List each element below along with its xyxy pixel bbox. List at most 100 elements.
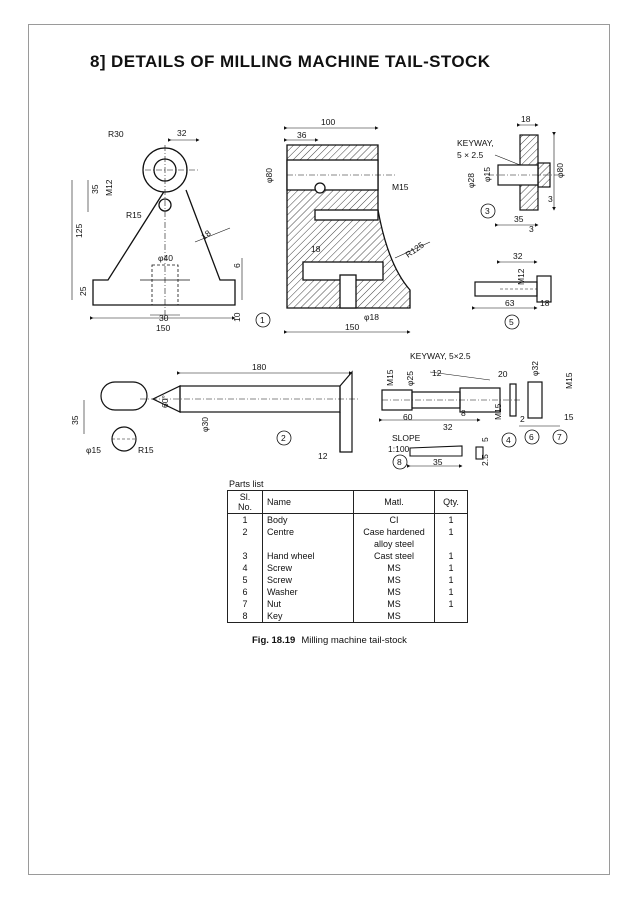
svg-text:1:100: 1:100 bbox=[388, 444, 410, 454]
svg-text:M15: M15 bbox=[493, 403, 503, 420]
cell-name: Screw bbox=[262, 562, 354, 574]
svg-text:M12: M12 bbox=[516, 268, 526, 285]
svg-text:180: 180 bbox=[252, 362, 266, 372]
caption-label: Fig. 18.19 bbox=[252, 635, 296, 646]
svg-text:KEYWAY,: KEYWAY, bbox=[457, 138, 494, 148]
svg-text:R15: R15 bbox=[126, 210, 142, 220]
centre-view bbox=[83, 370, 360, 453]
caption-text: Milling machine tail-stock bbox=[301, 635, 407, 646]
svg-text:35: 35 bbox=[90, 184, 100, 194]
svg-text:R15: R15 bbox=[138, 445, 154, 455]
cell-no: 5 bbox=[227, 574, 263, 586]
cell-name bbox=[262, 538, 354, 550]
screw-5-view bbox=[472, 260, 552, 310]
svg-text:15: 15 bbox=[564, 412, 574, 422]
cell-qty bbox=[434, 610, 468, 623]
svg-text:3: 3 bbox=[485, 206, 490, 216]
header-qty: Qty. bbox=[434, 490, 468, 514]
cell-matl: MS bbox=[353, 562, 435, 574]
svg-text:35: 35 bbox=[70, 415, 80, 425]
svg-text:36: 36 bbox=[297, 130, 307, 140]
cell-matl: Case hardened bbox=[353, 526, 435, 538]
body-front-view bbox=[71, 138, 243, 320]
svg-text:150: 150 bbox=[156, 323, 170, 333]
svg-text:3: 3 bbox=[529, 224, 534, 234]
cell-no bbox=[227, 538, 263, 550]
svg-text:M15: M15 bbox=[385, 369, 395, 386]
svg-text:M12: M12 bbox=[104, 179, 114, 196]
svg-text:150: 150 bbox=[345, 322, 359, 332]
svg-text:2: 2 bbox=[281, 433, 286, 443]
svg-text:5 × 2.5: 5 × 2.5 bbox=[457, 150, 484, 160]
svg-text:5: 5 bbox=[480, 437, 490, 442]
cell-no: 8 bbox=[227, 610, 263, 623]
cell-qty: 1 bbox=[434, 513, 468, 526]
cell-no: 6 bbox=[227, 586, 263, 598]
table-row: 1 Body CI 1 bbox=[227, 513, 468, 526]
table-row: 8 Key MS bbox=[227, 610, 468, 623]
svg-text:φ18: φ18 bbox=[364, 312, 379, 322]
svg-text:60°: 60° bbox=[160, 395, 170, 408]
svg-text:32: 32 bbox=[177, 128, 187, 138]
cell-qty: 1 bbox=[434, 574, 468, 586]
table-row: 3 Hand wheel Cast steel 1 bbox=[227, 550, 468, 562]
cell-qty: 1 bbox=[434, 586, 468, 598]
svg-text:φ40: φ40 bbox=[158, 253, 173, 263]
cell-name: Body bbox=[262, 513, 354, 526]
cell-matl: MS bbox=[353, 598, 435, 610]
table-row: alloy steel bbox=[227, 538, 468, 550]
svg-text:30: 30 bbox=[159, 313, 169, 323]
figure-caption: Fig. 18.19 Milling machine tail-stock bbox=[252, 635, 407, 646]
cell-matl: MS bbox=[353, 586, 435, 598]
svg-text:3: 3 bbox=[548, 194, 553, 204]
screw-4-labels: KEYWAY, 5×2.5 M15 φ25 12 20 60 8 M15 32 … bbox=[385, 351, 574, 448]
svg-text:φ30: φ30 bbox=[200, 417, 210, 432]
svg-text:φ15: φ15 bbox=[482, 167, 492, 182]
cell-name: Nut bbox=[262, 598, 354, 610]
svg-text:18: 18 bbox=[311, 244, 321, 254]
svg-text:8: 8 bbox=[397, 457, 402, 467]
table-row: 6 Washer MS 1 bbox=[227, 586, 468, 598]
svg-text:φ80: φ80 bbox=[264, 168, 274, 183]
cell-name: Hand wheel bbox=[262, 550, 354, 562]
svg-text:60: 60 bbox=[403, 412, 413, 422]
svg-text:7: 7 bbox=[557, 432, 562, 442]
cell-qty: 1 bbox=[434, 526, 468, 538]
key-labels: SLOPE 1:100 35 5 2.5 8 bbox=[388, 433, 490, 470]
svg-text:φ25: φ25 bbox=[405, 371, 415, 386]
svg-text:35: 35 bbox=[514, 214, 524, 224]
cell-no: 3 bbox=[227, 550, 263, 562]
header-name: Name bbox=[262, 490, 354, 514]
cell-matl: MS bbox=[353, 610, 435, 623]
screw-5-labels: 32 M12 63 18 5 bbox=[504, 251, 550, 330]
screw-4-view bbox=[379, 371, 560, 427]
svg-text:φ15: φ15 bbox=[86, 445, 101, 455]
svg-text:12: 12 bbox=[318, 451, 328, 461]
cell-no: 2 bbox=[227, 526, 263, 538]
svg-text:125: 125 bbox=[74, 224, 84, 238]
cell-name: Screw bbox=[262, 574, 354, 586]
svg-text:10: 10 bbox=[232, 312, 242, 322]
svg-text:R125: R125 bbox=[403, 240, 426, 260]
svg-text:φ80: φ80 bbox=[555, 163, 565, 178]
svg-text:12: 12 bbox=[432, 368, 442, 378]
svg-text:18: 18 bbox=[540, 298, 550, 308]
svg-text:25: 25 bbox=[78, 286, 88, 296]
page-title: 8] DETAILS OF MILLING MACHINE TAIL-STOCK bbox=[90, 52, 491, 71]
page-frame bbox=[28, 24, 610, 875]
cell-qty bbox=[434, 538, 468, 550]
cell-name: Key bbox=[262, 610, 354, 623]
svg-text:20: 20 bbox=[498, 369, 508, 379]
cell-no: 1 bbox=[227, 513, 263, 526]
header-sl-no: Sl. No. bbox=[227, 490, 263, 514]
table-row: 2 Centre Case hardened 1 bbox=[227, 526, 468, 538]
svg-text:SLOPE: SLOPE bbox=[392, 433, 421, 443]
header-matl: Matl. bbox=[353, 490, 435, 514]
svg-text:2: 2 bbox=[520, 414, 525, 424]
cell-matl: alloy steel bbox=[353, 538, 435, 550]
svg-text:6: 6 bbox=[232, 263, 242, 268]
svg-text:18: 18 bbox=[521, 114, 531, 124]
table-row: 7 Nut MS 1 bbox=[227, 598, 468, 610]
svg-text:R30: R30 bbox=[108, 129, 124, 139]
svg-text:100: 100 bbox=[321, 117, 335, 127]
